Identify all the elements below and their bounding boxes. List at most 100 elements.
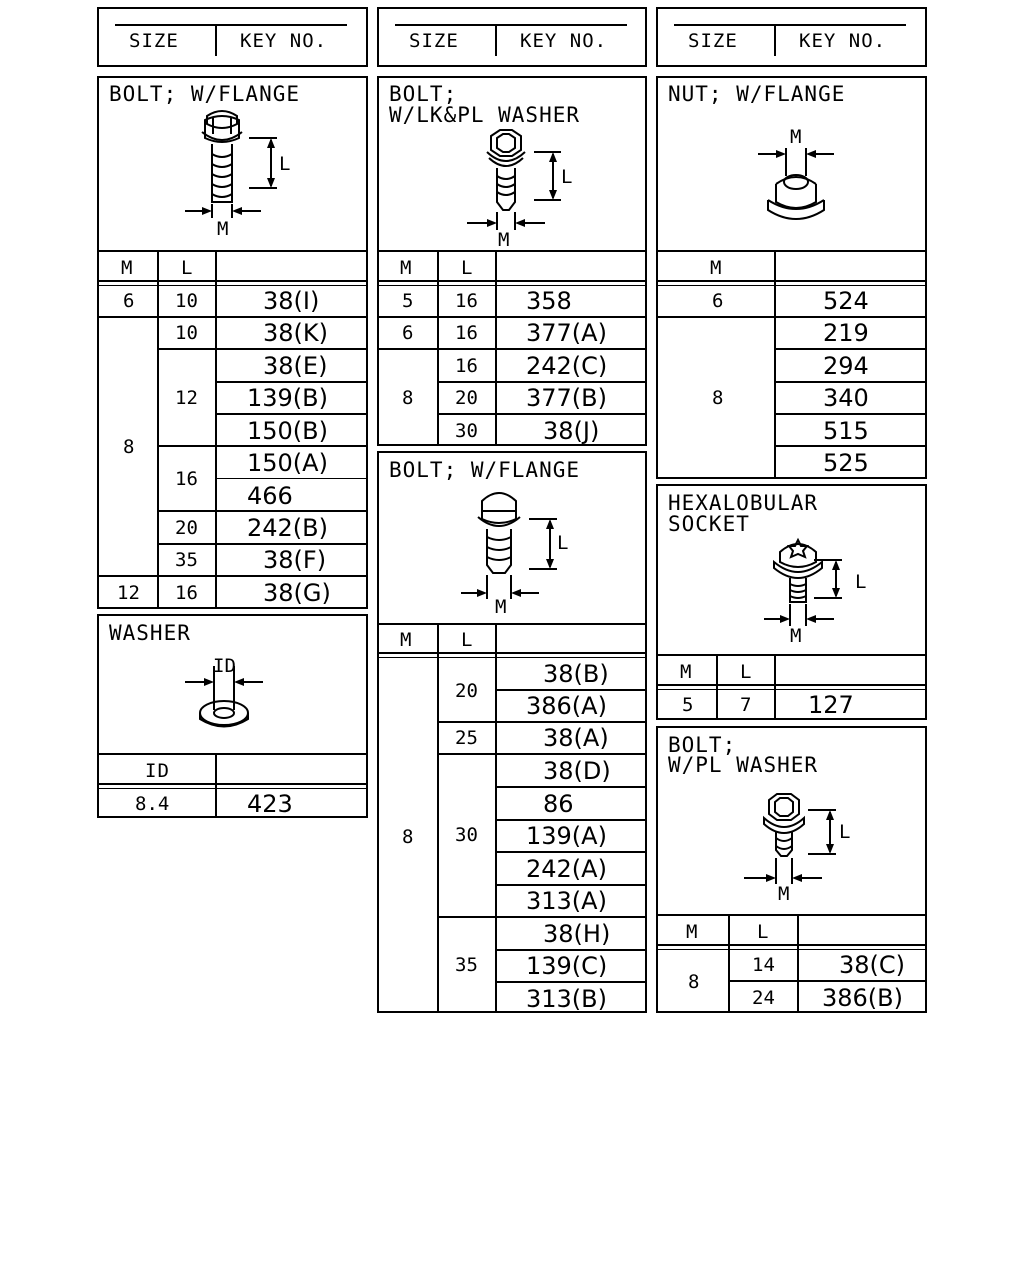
key-cell: 150(A) [247, 449, 328, 477]
dim-m-label: M [498, 229, 509, 251]
size-header-1: SIZE KEY NO. [97, 7, 368, 67]
size-label: SIZE [409, 30, 459, 52]
bolt-lk-pl-washer-panel: BOLT; W/LK&PL WASHER L M M L 5 16 358 6 … [377, 76, 647, 446]
l-cell: 12 [175, 387, 198, 409]
dim-m-label: M [778, 883, 789, 905]
panel-title: BOLT; W/FLANGE [389, 458, 581, 482]
dim-l-label: L [557, 532, 568, 554]
key-cell: 38(H) [543, 920, 611, 948]
key-cell: 294 [823, 352, 869, 380]
col-l-header: L [181, 257, 194, 279]
m-cell: 12 [117, 582, 140, 604]
l-cell: 20 [455, 387, 478, 409]
key-cell: 150(B) [247, 417, 328, 445]
panel-title-line-2: W/LK&PL WASHER [389, 103, 581, 127]
col-m-header: M [710, 257, 723, 279]
lk-pl-bolt-drawing: L M [467, 129, 572, 251]
panel-title-line-1: BOLT; [389, 82, 458, 106]
key-cell: 38(J) [543, 417, 600, 445]
key-cell: 219 [823, 319, 869, 347]
m-cell: 5 [682, 694, 694, 716]
size-header-2: SIZE KEY NO. [377, 7, 647, 67]
col-id-header: ID [145, 760, 170, 782]
l-cell: 7 [740, 694, 752, 716]
key-cell: 313(B) [526, 985, 607, 1013]
key-cell: 38(K) [263, 319, 329, 347]
l-cell: 10 [175, 322, 198, 344]
m-cell: 6 [712, 290, 724, 312]
size-label: SIZE [129, 30, 179, 52]
flange-bolt-drawing: L M [461, 492, 568, 618]
col-m-header: M [121, 257, 134, 279]
col-m-header: M [400, 257, 413, 279]
m-cell: 6 [402, 322, 414, 344]
key-cell: 386(A) [526, 692, 607, 720]
l-cell: 16 [455, 355, 478, 377]
dim-l-label: L [279, 153, 290, 175]
nut-flange-panel: NUT; W/FLANGE M M 6 524 8 219 294 340 51… [656, 76, 927, 479]
key-cell: 515 [823, 417, 869, 445]
l-cell: 24 [752, 987, 775, 1009]
key-cell: 38(D) [543, 757, 611, 785]
flange-bolt-drawing: L M [185, 110, 290, 240]
m-cell: 5 [402, 290, 414, 312]
m-cell: 8 [402, 387, 414, 409]
key-cell: 139(C) [526, 952, 608, 980]
key-cell: 466 [247, 482, 293, 510]
size-header-3: SIZE KEY NO. [656, 7, 927, 67]
dim-m-label: M [217, 218, 228, 240]
l-cell: 14 [752, 954, 775, 976]
hexalobular-screw-drawing: L M [764, 537, 866, 647]
key-cell: 38(A) [543, 724, 609, 752]
dim-l-label: L [561, 166, 572, 188]
key-cell: 38(G) [263, 579, 331, 607]
dim-l-label: L [839, 821, 850, 843]
l-cell: 16 [455, 290, 478, 312]
l-cell: 25 [455, 727, 478, 749]
key-cell: 86 [543, 790, 574, 818]
dim-m-label: M [495, 596, 506, 618]
l-cell: 16 [175, 582, 198, 604]
m-cell: 8 [402, 826, 414, 848]
key-cell: 139(A) [526, 822, 607, 850]
l-cell: 35 [175, 549, 198, 571]
washer-panel: WASHER ID ID 8.4 423 [97, 614, 368, 818]
m-cell: 8 [712, 387, 724, 409]
panel-title-line-1: HEXALOBULAR [668, 491, 819, 515]
panel-title: BOLT; W/FLANGE [109, 82, 301, 106]
bolt-flange-panel-2: BOLT; W/FLANGE L M M L 8 20 38(B) 38 [377, 451, 647, 1013]
key-cell: 242(B) [247, 514, 328, 542]
panel-title: NUT; W/FLANGE [668, 82, 846, 106]
key-cell: 38(F) [263, 546, 327, 574]
key-cell: 525 [823, 449, 869, 477]
key-no-label: KEY NO. [799, 30, 887, 52]
key-cell: 423 [247, 790, 293, 818]
id-cell: 8.4 [135, 793, 170, 815]
size-label: SIZE [688, 30, 738, 52]
key-no-label: KEY NO. [240, 30, 328, 52]
col-l-header: L [757, 921, 770, 943]
col-l-header: L [740, 661, 753, 683]
dim-id-label: ID [213, 655, 236, 677]
key-cell: 242(C) [526, 352, 608, 380]
key-cell: 38(I) [263, 287, 320, 315]
l-cell: 35 [455, 954, 478, 976]
washer-drawing: ID [185, 655, 263, 728]
key-cell: 139(B) [247, 384, 328, 412]
flange-nut-drawing: M [758, 126, 834, 220]
key-cell: 340 [823, 384, 869, 412]
l-cell: 20 [455, 680, 478, 702]
key-cell: 377(B) [526, 384, 607, 412]
key-cell: 313(A) [526, 887, 607, 915]
hexalobular-socket-panel: HEXALOBULAR SOCKET L M M L 5 7 127 [656, 484, 927, 720]
panel-title-line-1: BOLT; [668, 733, 737, 757]
panel-title-line-2: SOCKET [668, 512, 750, 536]
l-cell: 16 [175, 468, 198, 490]
pl-washer-bolt-drawing: L M [744, 793, 850, 905]
key-cell: 242(A) [526, 855, 607, 883]
dim-l-label: L [855, 571, 866, 593]
key-cell: 377(A) [526, 319, 607, 347]
l-cell: 30 [455, 824, 478, 846]
key-cell: 524 [823, 287, 869, 315]
key-cell: 386(B) [822, 984, 903, 1012]
